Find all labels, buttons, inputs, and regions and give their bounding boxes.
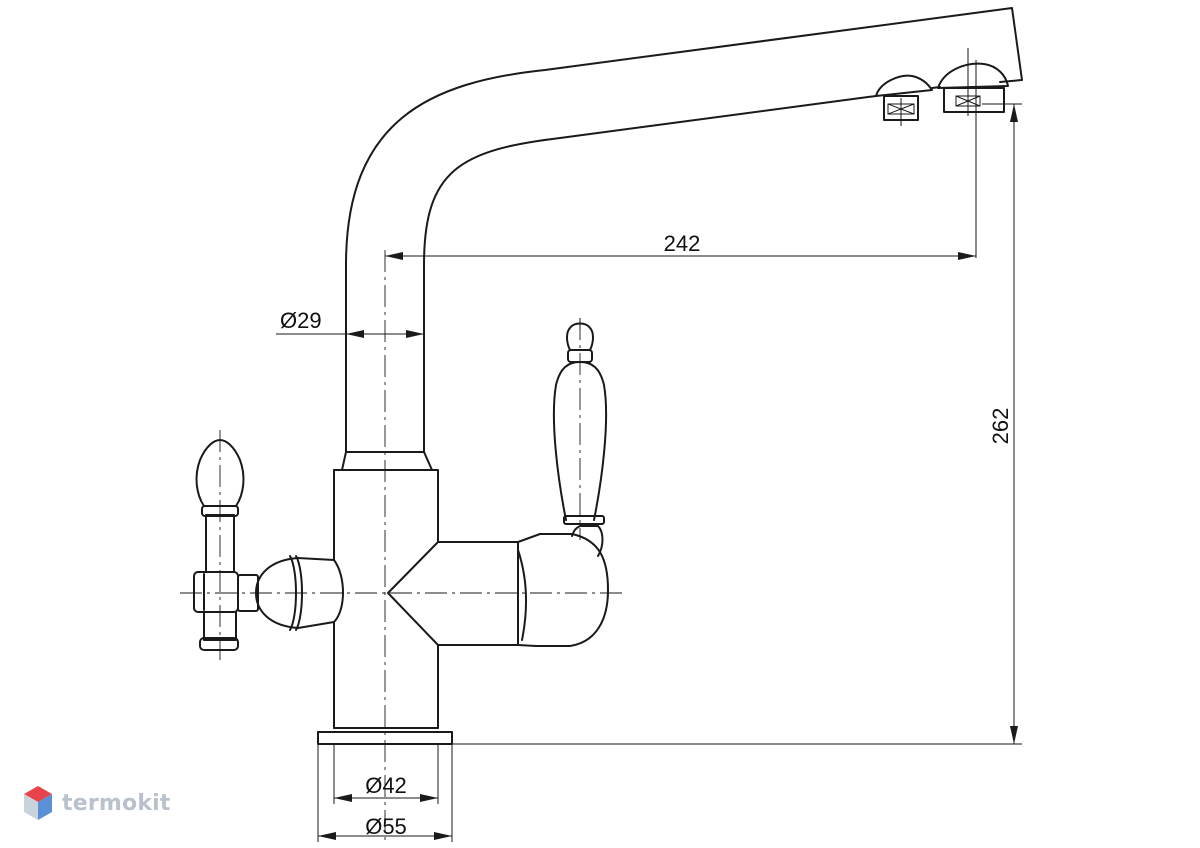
cube-icon [24,786,52,820]
dimension-body-label: Ø42 [365,773,407,798]
aerator-left [875,74,933,126]
dimension-reach-label: 242 [664,231,701,256]
dimension-reach: 242 [385,60,977,260]
dimension-tube: Ø29 [276,308,424,338]
center-lines [180,250,625,840]
left-handle [193,439,259,651]
dimension-body: Ø42 [333,744,439,804]
dimension-height: 262 [452,103,1022,745]
spout [345,7,1023,453]
dimension-tube-label: Ø29 [280,308,322,333]
dimension-base: Ø55 [317,744,453,842]
right-handle [517,318,609,647]
dimension-base-label: Ø55 [365,814,407,839]
termokit-logo: termokit [22,784,171,822]
logo-text: termokit [62,790,171,816]
faucet-body [255,451,519,745]
aerator-right [937,48,1009,116]
dimension-height-label: 262 [988,408,1013,445]
